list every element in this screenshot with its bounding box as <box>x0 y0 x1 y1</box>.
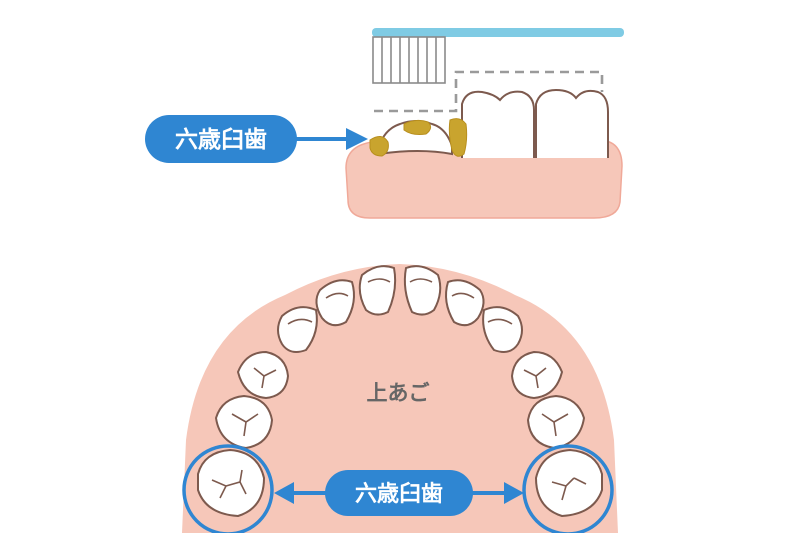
tooth-canine-left <box>277 306 318 353</box>
tooth-premolar-left-2 <box>214 394 274 450</box>
tooth-canine-right <box>482 306 523 353</box>
toothbrush-icon <box>372 28 624 84</box>
tooth-lateral-right <box>445 279 485 327</box>
molar-side-1 <box>461 90 535 158</box>
top-molar-label-text: 六歳臼歯 <box>175 127 267 153</box>
side-view: 六歳臼歯 <box>145 28 624 219</box>
bottom-molar-label-text: 六歳臼歯 <box>355 481 443 507</box>
gum-side <box>345 139 623 219</box>
molar-side-2 <box>535 88 609 158</box>
bottom-molar-label: 六歳臼歯 <box>325 470 473 516</box>
tooth-lateral-left <box>315 279 355 327</box>
top-arrow <box>290 128 368 150</box>
top-molar-label: 六歳臼歯 <box>145 115 297 163</box>
palate-label: 上あご <box>367 381 430 405</box>
front-teeth <box>277 265 523 353</box>
tooth-central-right <box>403 265 442 316</box>
molar-highlight-left <box>182 444 274 533</box>
molar-highlight-right <box>522 444 614 533</box>
brush-guide-dashed <box>374 70 604 113</box>
tooth-molar-left <box>197 448 266 518</box>
upper-arch-view: 上あご 六歳臼歯 <box>182 264 618 533</box>
tooth-premolar-right-2 <box>526 394 586 450</box>
tooth-central-left <box>358 265 397 316</box>
plaque-spots <box>369 118 468 157</box>
molar-erupting-side <box>377 120 453 156</box>
